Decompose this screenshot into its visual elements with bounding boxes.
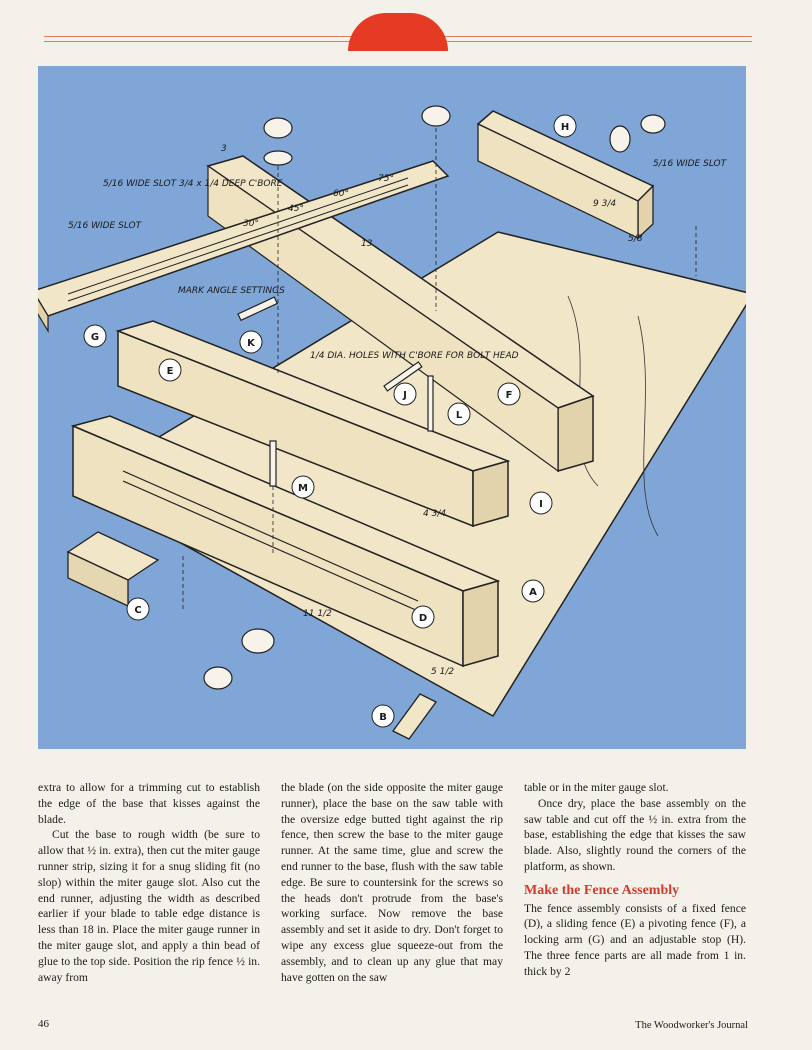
dimension-3: 3 <box>221 144 227 154</box>
part-label-h: H <box>553 114 577 138</box>
svg-text:I: I <box>539 499 543 510</box>
svg-text:J: J <box>402 390 407 401</box>
svg-text:F: F <box>506 390 513 401</box>
dimension-11-1-2: 11 1/2 <box>303 609 332 619</box>
part-label-f: F <box>497 382 521 406</box>
exploded-view-illustration: A B C D E F G H I J K L M 3 13 9 3/4 5/8… <box>38 66 746 749</box>
note-slot-cbore: 5/16 WIDE SLOT 3/4 x 1/4 DEEP C'BORE <box>103 179 283 189</box>
dimension-9-3-4: 9 3/4 <box>593 199 616 209</box>
angle-mark-30: 30° <box>243 219 259 229</box>
part-label-b: B <box>371 704 395 728</box>
svg-text:K: K <box>247 338 256 349</box>
svg-text:H: H <box>561 122 569 133</box>
svg-text:C: C <box>134 605 141 616</box>
part-label-c: C <box>126 597 150 621</box>
part-label-g: G <box>83 324 107 348</box>
part-label-k: K <box>239 330 263 354</box>
svg-text:G: G <box>91 332 99 343</box>
part-label-i: I <box>529 491 553 515</box>
col1-para-1: extra to allow for a trimming cut to est… <box>38 781 260 826</box>
svg-text:M: M <box>298 483 308 494</box>
header-tab-decoration <box>348 13 448 51</box>
col3-para-3: The fence assembly consists of a fixed f… <box>524 901 746 978</box>
svg-text:A: A <box>529 587 537 598</box>
col3-para-2: Once dry, place the base assembly on the… <box>524 796 746 873</box>
note-wide-slot-left: 5/16 WIDE SLOT <box>68 221 143 231</box>
part-label-a: A <box>521 579 545 603</box>
part-label-e: E <box>158 358 182 382</box>
note-wide-slot-right: 5/16 WIDE SLOT <box>653 159 728 169</box>
svg-text:D: D <box>419 613 427 624</box>
svg-text:L: L <box>456 410 463 421</box>
col1-para-2: Cut the base to rough width (be sure to … <box>38 828 260 984</box>
angle-mark-60: 60° <box>333 189 349 199</box>
part-label-l: L <box>447 402 471 426</box>
column-1: extra to allow for a trimming cut to est… <box>38 780 260 985</box>
svg-text:E: E <box>167 366 174 377</box>
journal-name: The Woodworker's Journal <box>635 1020 748 1031</box>
col2-para-1: the blade (on the side opposite the mite… <box>281 781 503 984</box>
col3-para-1: table or in the miter gauge slot. <box>524 781 669 794</box>
note-mark-angle: MARK ANGLE SETTINGS <box>178 286 285 296</box>
part-label-j: J <box>393 382 417 406</box>
column-2: the blade (on the side opposite the mite… <box>281 780 503 985</box>
article-body: extra to allow for a trimming cut to est… <box>38 780 746 985</box>
svg-text:B: B <box>379 712 387 723</box>
wing-nut-stop <box>609 114 666 153</box>
part-label-m: M <box>291 475 315 499</box>
wing-nut-top-center <box>421 105 451 127</box>
note-holes: 1/4 DIA. HOLES WITH C'BORE FOR BOLT HEAD <box>310 351 519 361</box>
dimension-5-1-2: 5 1/2 <box>431 667 454 677</box>
miter-gauge-runner <box>392 693 437 740</box>
dimension-5-8: 5/8 <box>628 234 643 244</box>
angle-mark-45: 45° <box>288 204 304 214</box>
dimension-4-3-4: 4 3/4 <box>423 509 446 519</box>
dimension-13: 13 <box>361 239 373 249</box>
part-label-d: D <box>411 605 435 629</box>
wing-nut-bottom <box>203 628 275 690</box>
section-heading: Make the Fence Assembly <box>524 882 680 898</box>
page-number: 46 <box>38 1018 49 1030</box>
wing-nut-top-left <box>263 117 293 166</box>
column-3: table or in the miter gauge slot. Once d… <box>524 780 746 985</box>
angle-mark-75: 75° <box>378 174 394 184</box>
